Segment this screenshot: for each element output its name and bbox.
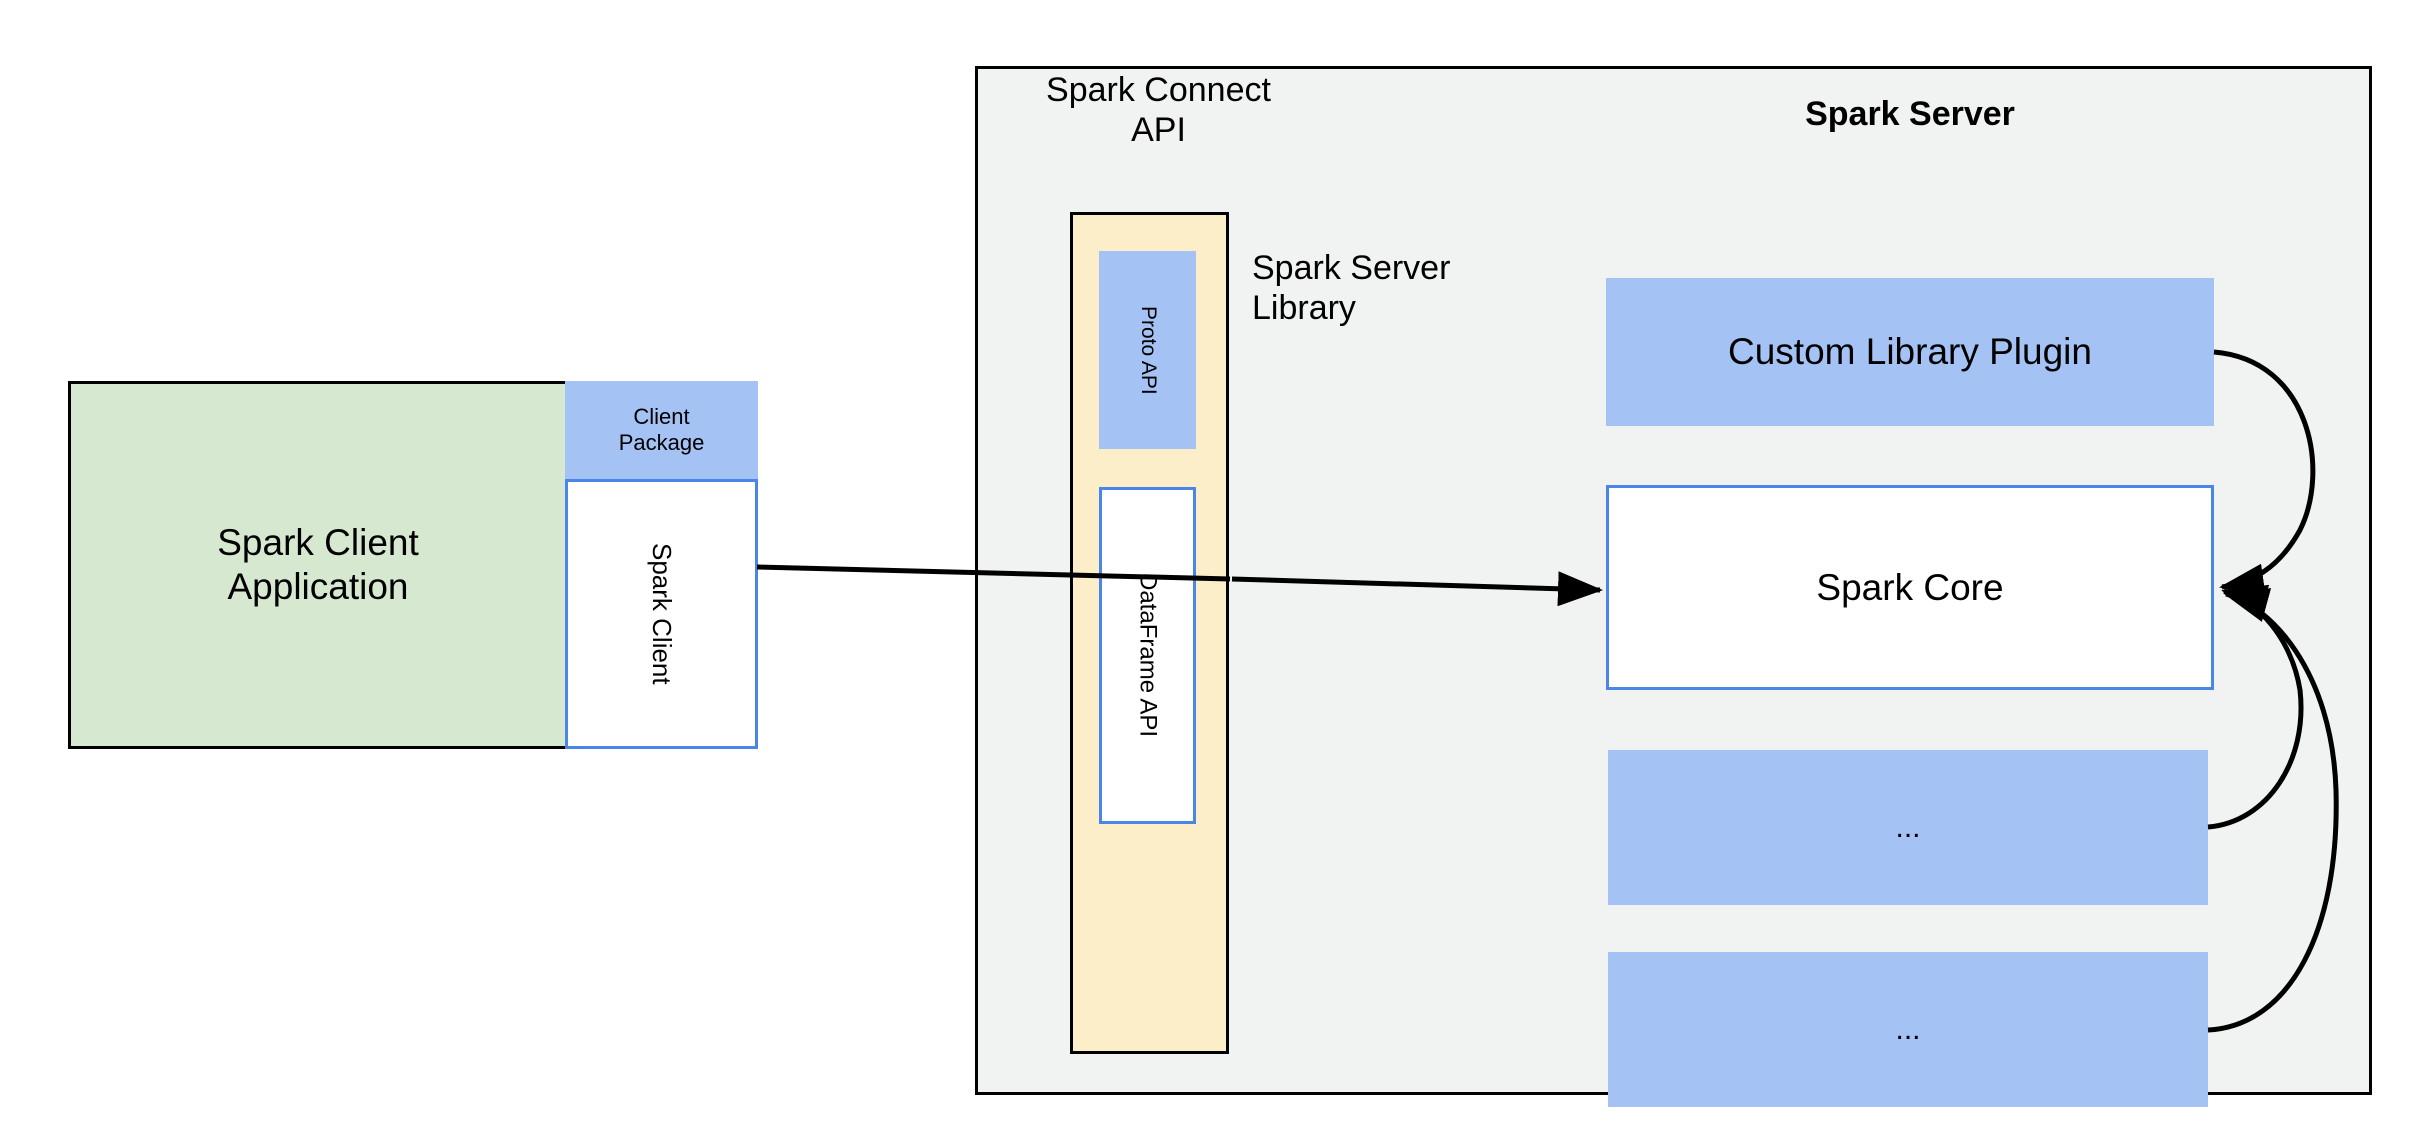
spark-server-library-text: Spark Server Library [1252, 249, 1451, 328]
spark-server-title-text: Spark Server [1805, 94, 2015, 133]
custom-library-plugin-label: Custom Library Plugin [1728, 331, 2092, 373]
spark-client-box[interactable]: Spark Client [565, 479, 758, 749]
proto-api-label: Proto API [1136, 305, 1160, 395]
ellipsis-box-2-label: ... [1895, 1012, 1921, 1046]
spark-server-library-label: Spark Server Library [1252, 248, 1552, 344]
custom-library-plugin-box[interactable]: Custom Library Plugin [1606, 278, 2214, 426]
client-package-box[interactable]: Client Package [565, 381, 758, 479]
spark-client-application-label: Spark Client Application [217, 522, 419, 607]
spark-client-application-box[interactable]: Spark Client Application [68, 381, 568, 749]
client-package-label: Client Package [618, 404, 705, 455]
ellipsis-box-1[interactable]: ... [1608, 750, 2208, 905]
proto-api-box[interactable]: Proto API [1099, 251, 1196, 449]
spark-connect-api-label: Spark Connect API [1016, 70, 1301, 162]
spark-core-label: Spark Core [1816, 566, 2004, 608]
ellipsis-box-1-label: ... [1895, 810, 1921, 844]
spark-core-box[interactable]: Spark Core [1606, 485, 2214, 690]
spark-server-title: Spark Server [1700, 90, 2120, 138]
dataframe-api-box[interactable]: DataFrame API [1099, 487, 1196, 824]
spark-client-label: Spark Client [646, 543, 677, 685]
ellipsis-box-2[interactable]: ... [1608, 952, 2208, 1107]
spark-connect-api-text: Spark Connect API [1046, 71, 1271, 150]
dataframe-api-label: DataFrame API [1134, 573, 1162, 738]
